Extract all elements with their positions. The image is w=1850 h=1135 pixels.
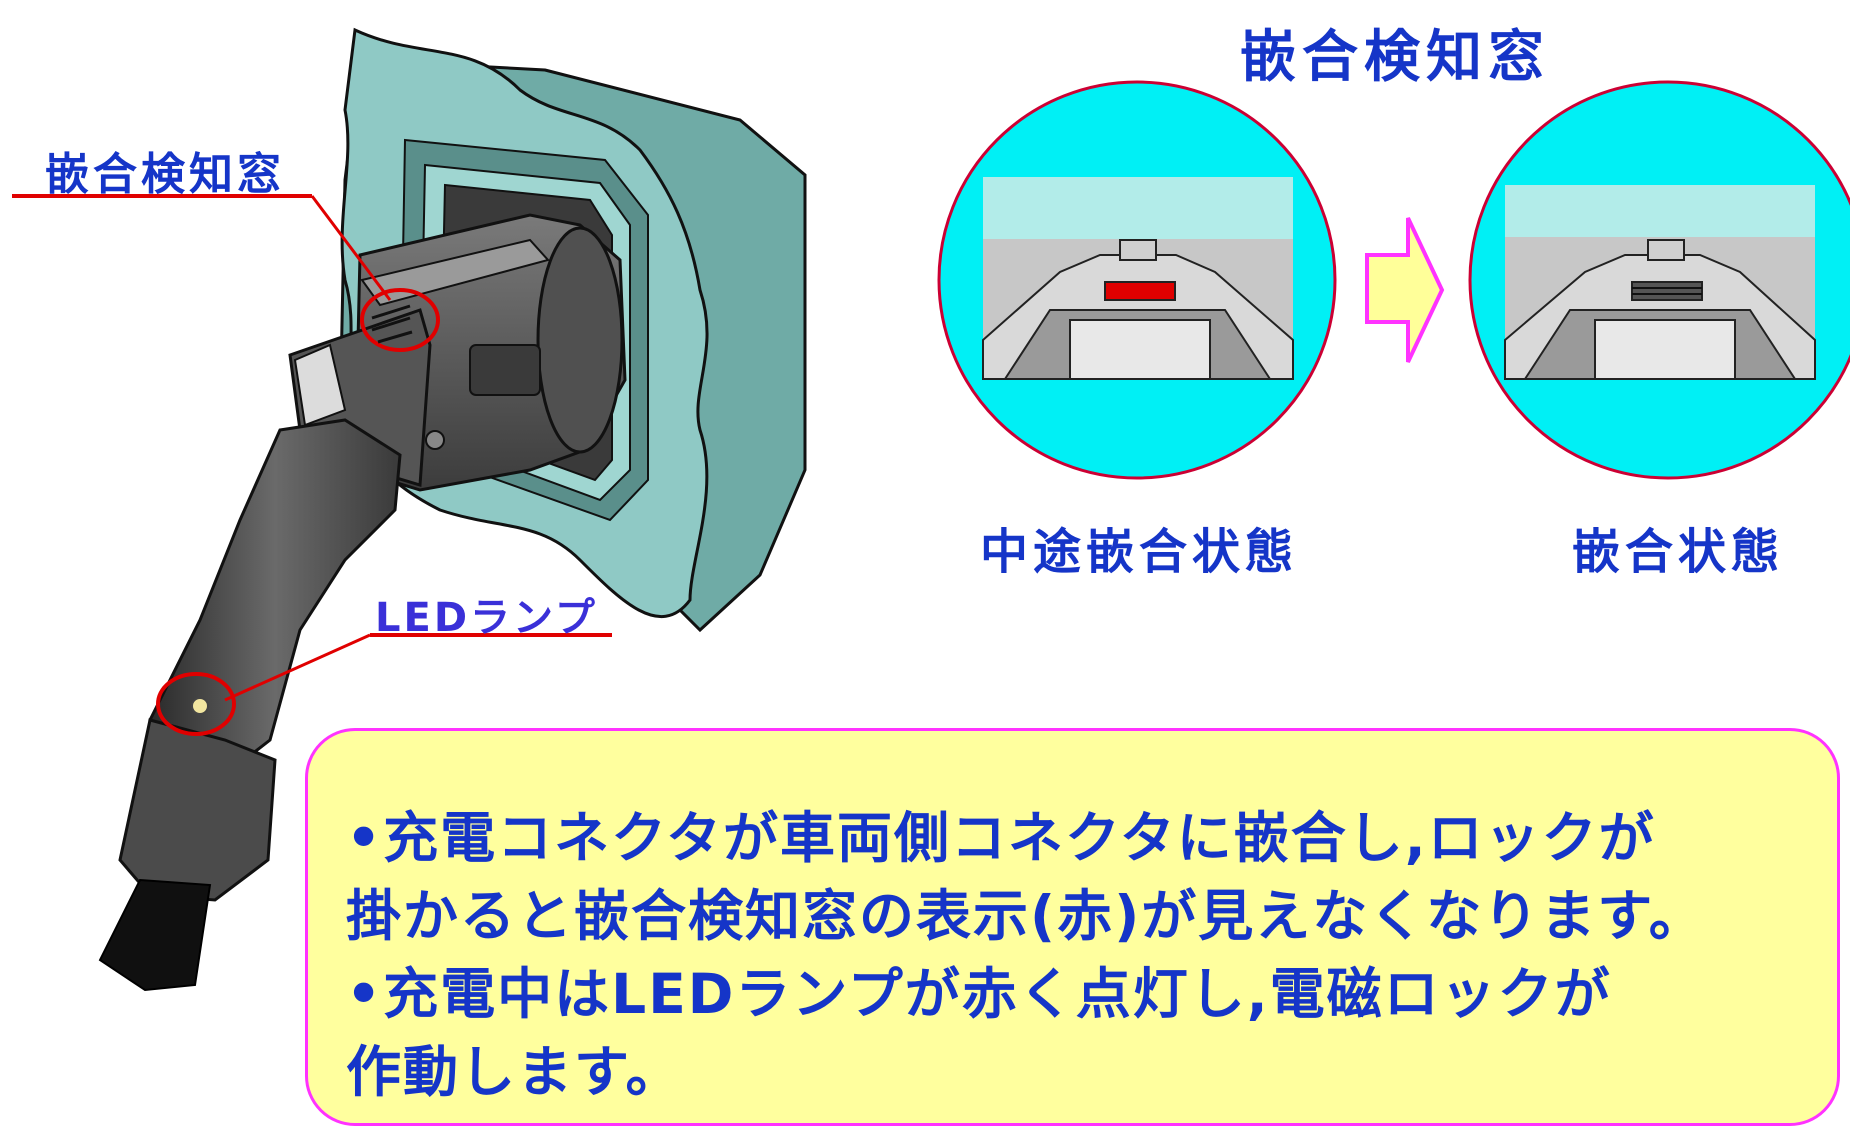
callout-window <box>12 194 440 352</box>
info-line: •充電コネクタが車両側コネクタに嵌合し,ロックが <box>346 806 1656 870</box>
callout-led <box>156 633 612 736</box>
led-highlight-ring <box>156 672 236 736</box>
caption-mid-fitting: 中途嵌合状態 <box>980 524 1299 580</box>
window-highlight-ring <box>360 288 440 352</box>
callout-led-label: LEDランプ <box>375 595 598 641</box>
detail-circle-full <box>1468 80 1850 480</box>
caption-full-fitting: 嵌合状態 <box>1572 524 1785 580</box>
led-lamp-dot <box>191 697 209 715</box>
callout-window-label: 嵌合検知窓 <box>45 149 285 200</box>
info-line: 掛かると嵌合検知窓の表示(赤)が見えなくなります。 <box>346 884 1706 948</box>
info-line: 作動します。 <box>346 1040 683 1104</box>
red-indicator <box>1104 281 1176 301</box>
hidden-indicator <box>1631 281 1703 301</box>
info-line: •充電中はLEDランプが赤く点灯し,電磁ロックが <box>346 962 1612 1026</box>
detail-circle-mid <box>937 80 1337 480</box>
connector-grip <box>98 418 402 992</box>
info-box: •充電コネクタが車両側コネクタに嵌合し,ロックが 掛かると嵌合検知窓の表示(赤)… <box>305 728 1840 1126</box>
detail-title: 嵌合検知窓 <box>1240 25 1550 90</box>
transition-arrow <box>1365 217 1445 363</box>
